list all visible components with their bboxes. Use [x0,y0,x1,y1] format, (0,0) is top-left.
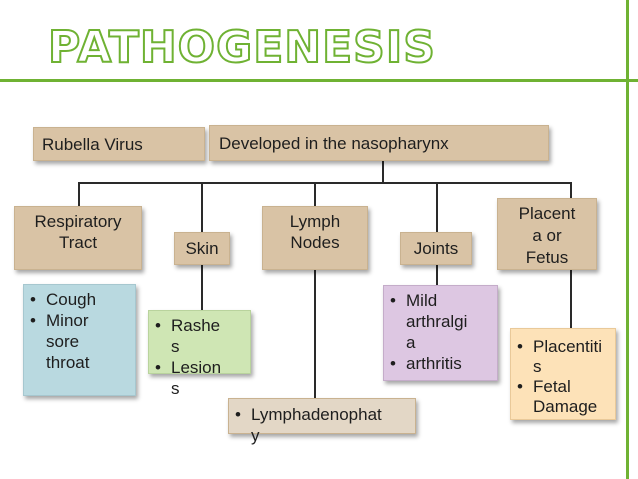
category-respiratory-line: Respiratory [34,212,122,231]
category-placenta: Placent a or Fetus [497,198,597,270]
detail-placenta: Placentiti s Fetal Damage [510,328,616,420]
category-placenta-line: Fetus [525,248,569,267]
detail-item: Minor sore throat [28,310,131,373]
accent-bar-side [626,0,629,479]
rubella-virus-label: Rubella Virus [42,135,143,154]
detail-lymph: Lymphadenophat y [228,398,416,445]
category-lymph: Lymph Nodes [262,206,368,270]
detail-item: Cough [28,289,131,310]
detail-item: Lesion s [153,357,246,399]
page-title: PATHOGENESIS [47,21,436,74]
detail-item: Lymphadenophat y [233,404,411,446]
category-lymph-line: Lymph [289,212,341,231]
category-joints-line: Joints [413,239,459,258]
connector-horizontal [78,182,572,184]
category-respiratory-line: Tract [58,233,98,252]
category-joints: Joints [400,232,472,265]
connector-lymph-detail [314,270,316,398]
category-skin-line: Skin [185,239,219,258]
category-placenta-line: a or [532,226,562,245]
rubella-virus-box: Rubella Virus [33,127,205,161]
detail-respiratory: Cough Minor sore throat [23,284,136,396]
category-respiratory: Respiratory Tract [14,206,142,270]
connector-placenta-detail [570,270,572,328]
detail-joints: Mild arthralgi a arthritis [383,285,498,381]
category-lymph-line: Nodes [290,233,340,252]
detail-item: Mild arthralgi a [388,290,493,353]
connector-joints [436,182,438,232]
category-skin: Skin [174,232,230,265]
connector-skin [201,182,203,232]
detail-item: Fetal Damage [515,377,611,417]
connector-respiratory [78,182,80,206]
connector-trunk [382,160,384,183]
connector-joints-detail [436,265,438,285]
detail-item: Placentiti s [515,337,611,377]
connector-skin-detail [201,265,203,310]
detail-skin: Rashe s Lesion s [148,310,251,398]
detail-item: arthritis [388,353,493,374]
accent-bar-top [0,79,638,82]
connector-placenta [570,182,572,198]
nasopharynx-box: Developed in the nasopharynx [209,125,549,161]
detail-item: Rashe s [153,315,246,357]
category-placenta-line: Placent [518,204,576,223]
connector-lymph [314,182,316,206]
nasopharynx-label: Developed in the nasopharynx [219,134,449,153]
